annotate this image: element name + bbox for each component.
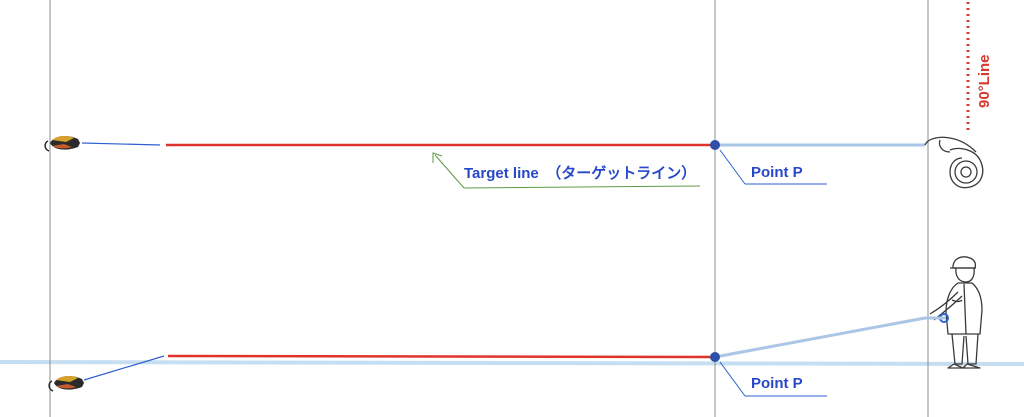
ninety-degree-label: 90°Line [976,54,993,108]
target-line-annotation-arrowhead [432,152,443,163]
point-p-top-leader [719,149,746,185]
target-line-annotation-leader [434,154,465,189]
reel-icon [924,136,984,189]
angler-icon [929,256,983,369]
target-line-annotation-underline [463,185,701,189]
leader-top [81,142,161,146]
fly-icon [44,135,80,152]
point-p-bottom-marker [710,352,720,362]
point-p-top-label: Point P [751,164,803,181]
point-p-bottom-label: Point P [751,375,803,392]
point-p-top-marker [710,140,720,150]
water-line [0,360,1024,366]
target-line-label: Target line （ターゲットライン） [464,164,696,182]
target-line-bottom [167,354,716,359]
point-p-bottom-leader [719,361,746,397]
fly-line-bottom [714,316,926,359]
fly-icon [48,375,84,392]
leader-bottom [83,355,165,381]
